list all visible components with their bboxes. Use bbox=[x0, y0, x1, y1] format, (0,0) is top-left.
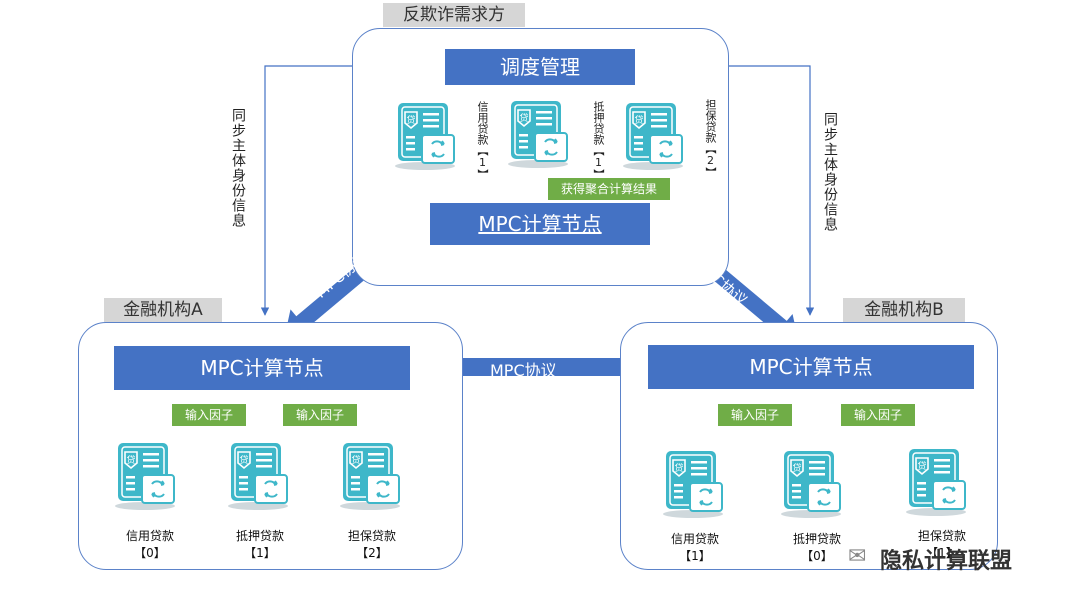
region-tag-bank-b: 金融机构B bbox=[843, 298, 965, 322]
right-doc-icon-3: 贷 bbox=[906, 449, 966, 516]
left-doc-label-2: 抵押贷款【1】 bbox=[235, 529, 284, 560]
top-doc-label-3: 担保贷款【2】 bbox=[704, 99, 717, 178]
svg-text:贷: 贷 bbox=[792, 462, 801, 474]
right-doc-label-2: 抵押贷款【0】 bbox=[792, 532, 841, 563]
svg-text:贷: 贷 bbox=[674, 462, 683, 474]
right-input-tag-2: 输入因子 bbox=[841, 404, 915, 426]
right-doc-label-1: 信用贷款【1】 bbox=[670, 532, 719, 563]
left-doc-label-1: 信用贷款【0】 bbox=[125, 529, 174, 560]
right-doc-icon-1: 贷 bbox=[663, 451, 723, 518]
top-doc-icon-1: 贷 bbox=[395, 103, 455, 170]
top-doc-icon-2: 贷 bbox=[508, 101, 568, 168]
svg-text:贷: 贷 bbox=[239, 454, 248, 466]
left-doc-icon-1: 贷 bbox=[115, 443, 175, 510]
right-input-tag-1: 输入因子 bbox=[718, 404, 792, 426]
left-doc-icon-3: 贷 bbox=[340, 443, 400, 510]
region-tag-anti-fraud: 反欺诈需求方 bbox=[383, 3, 525, 27]
wechat-icon: ✉ bbox=[848, 544, 867, 569]
svg-text:贷: 贷 bbox=[351, 454, 360, 466]
aggregate-result-tag: 获得聚合计算结果 bbox=[548, 178, 670, 200]
svg-text:贷: 贷 bbox=[519, 112, 528, 124]
top-doc-icon-3: 贷 bbox=[623, 103, 683, 170]
left-doc-icon-2: 贷 bbox=[228, 443, 288, 510]
left-mpc-node: MPC计算节点 bbox=[114, 346, 410, 390]
mpc-arrow-bottom bbox=[418, 349, 642, 385]
sync-label-left: 同步主体身份信息 bbox=[230, 108, 246, 228]
left-input-tag-2: 输入因子 bbox=[283, 404, 357, 426]
top-mpc-node: MPC计算节点 bbox=[430, 203, 650, 245]
top-doc-label-1: 信用贷款【1】 bbox=[476, 101, 489, 180]
right-doc-label-3: 担保贷款【1】 bbox=[917, 529, 966, 560]
svg-text:贷: 贷 bbox=[126, 454, 135, 466]
svg-text:贷: 贷 bbox=[917, 460, 926, 472]
svg-text:贷: 贷 bbox=[406, 114, 415, 126]
region-tag-bank-a: 金融机构A bbox=[104, 298, 222, 322]
scheduler-bar: 调度管理 bbox=[445, 49, 635, 85]
sync-label-right: 同步主体身份信息 bbox=[822, 112, 838, 232]
left-doc-label-3: 担保贷款【2】 bbox=[347, 529, 396, 560]
watermark-text: 隐私计算联盟 bbox=[880, 549, 1013, 574]
top-doc-label-2: 抵押贷款【1】 bbox=[592, 101, 605, 180]
left-input-tag-1: 输入因子 bbox=[172, 404, 246, 426]
svg-text:贷: 贷 bbox=[634, 114, 643, 126]
right-doc-icon-2: 贷 bbox=[781, 451, 841, 518]
right-mpc-node: MPC计算节点 bbox=[648, 345, 974, 389]
mpc-label-bottom: MPC协议 bbox=[490, 361, 557, 380]
